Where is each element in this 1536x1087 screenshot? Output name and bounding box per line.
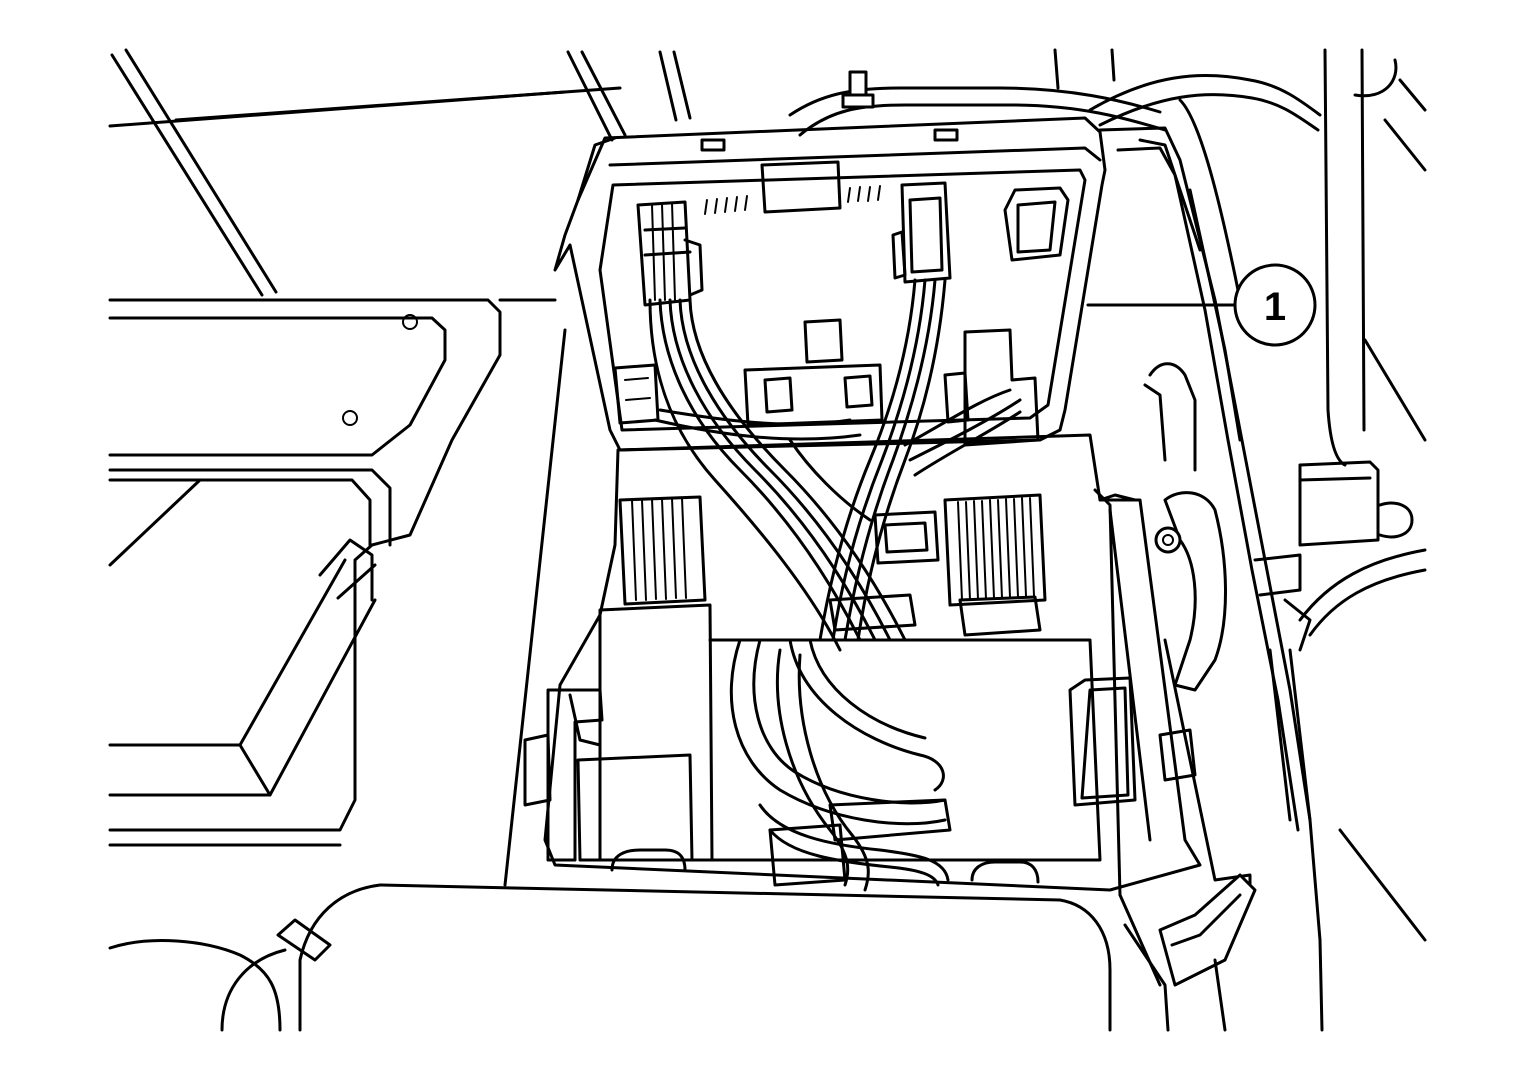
fuse-row-right xyxy=(943,493,1047,607)
top-right-hoses xyxy=(788,48,1322,137)
mounting-bracket xyxy=(1123,362,1257,1032)
callout-label: 1 xyxy=(1264,285,1286,329)
lower-lines xyxy=(498,298,1162,987)
right-structure xyxy=(1086,48,1427,1032)
top-pillars xyxy=(566,50,692,142)
fuse-box-base xyxy=(523,433,1202,897)
left-tray xyxy=(108,298,502,847)
wiring-harness xyxy=(648,278,1022,892)
hatch-right xyxy=(847,185,881,203)
fuse-box-housing xyxy=(553,116,1107,452)
hatch-left xyxy=(704,195,748,215)
upper-left-panel xyxy=(108,48,622,297)
lower-left-covers xyxy=(108,883,1112,1032)
callout-circle xyxy=(1233,263,1317,347)
fuse-row-left xyxy=(618,495,707,606)
callout-1: 1 xyxy=(1088,263,1317,347)
